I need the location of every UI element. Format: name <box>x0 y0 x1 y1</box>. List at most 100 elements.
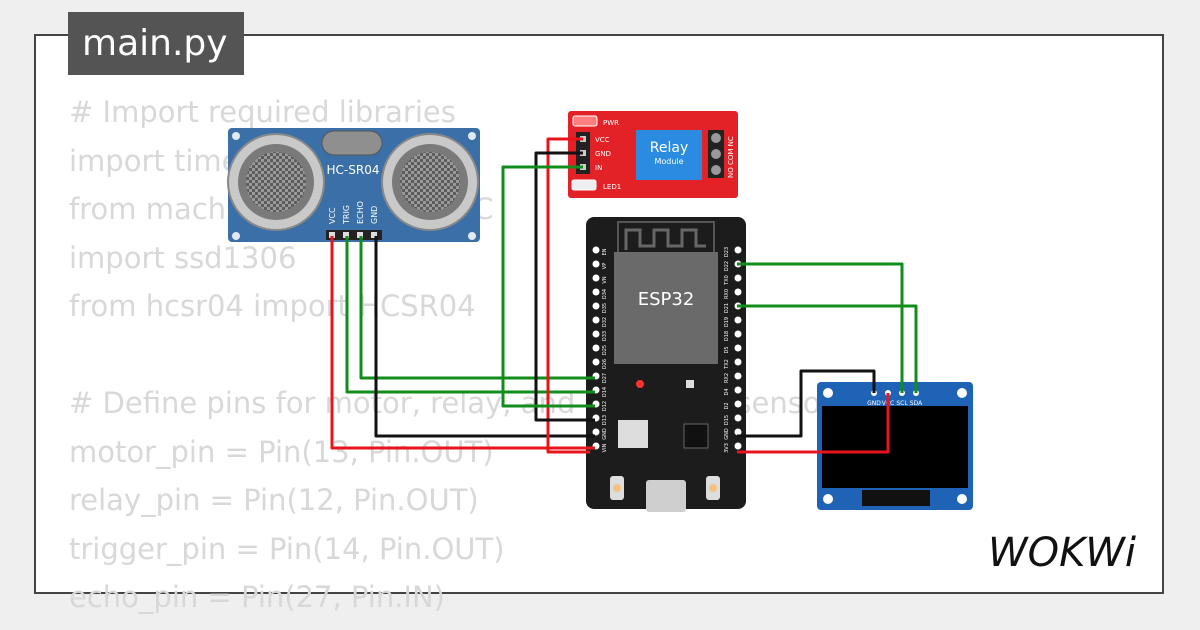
terminal-labels: NO COM NC <box>727 136 735 178</box>
right-transducer <box>381 133 479 231</box>
code-line: relay_pin = Pin(12, Pin.OUT) <box>69 483 479 517</box>
wires <box>330 137 918 454</box>
relay-cube <box>636 130 702 180</box>
esp32-pin[interactable] <box>734 330 742 338</box>
sensor-pin-label: ECHO <box>356 201 365 224</box>
esp32-pin-label: D35 <box>602 303 608 313</box>
code-line: trigger_pin = Pin(14, Pin.OUT) <box>69 531 505 566</box>
esp32-pin[interactable] <box>734 274 742 282</box>
wire-oled-vcc <box>737 393 890 454</box>
sensor-pin-label: VCC <box>328 207 337 224</box>
esp32-board[interactable]: ESP32 ENVPVND34D35D32D33D25D26D27D14D12D… <box>586 217 746 512</box>
wire-sensor-gnd <box>374 236 595 438</box>
esp32-pin-label: RX2 <box>724 373 730 383</box>
relay-pin-label: IN <box>595 164 602 172</box>
esp32-pin-label: GND <box>724 428 730 440</box>
oled-pin-label: GND <box>867 400 881 407</box>
esp32-pin[interactable] <box>592 302 600 310</box>
esp32-left-header: ENVPVND34D35D32D33D25D26D27D14D12D13GNDV… <box>592 246 608 452</box>
esp32-pin-label: D34 <box>602 289 608 299</box>
sensor-model-label: HC-SR04 <box>327 163 380 177</box>
esp32-pin-label: D27 <box>602 373 608 383</box>
esp32-pin[interactable] <box>734 316 742 324</box>
usb-port <box>646 480 686 512</box>
code-line: import ssd1306 <box>69 240 297 275</box>
esp32-pin[interactable] <box>592 260 600 268</box>
esp32-pin-label: D15 <box>724 415 730 425</box>
esp32-pin-label: VN <box>602 276 608 283</box>
antenna <box>617 221 715 255</box>
oled-display[interactable]: GND VCC SCL SDA <box>817 382 973 510</box>
wire-sensor-vcc <box>330 236 595 450</box>
code-line: # Import required libraries <box>69 95 456 129</box>
esp32-pin[interactable] <box>592 288 600 296</box>
crystal <box>321 130 383 156</box>
esp32-label: ESP32 <box>638 289 695 310</box>
esp32-pin[interactable] <box>734 428 742 436</box>
esp32-pin[interactable] <box>734 344 742 352</box>
status-led <box>571 179 597 191</box>
esp32-pin-label: TX2 <box>724 359 730 370</box>
esp32-pin-label: D25 <box>602 345 608 355</box>
esp32-pin-label: TX0 <box>724 275 730 286</box>
esp32-pin-label: D12 <box>602 401 608 411</box>
esp32-pin-label: D18 <box>724 331 730 341</box>
oled-pin-label: SDA <box>910 400 923 407</box>
esp32-pin[interactable] <box>734 246 742 254</box>
usb-chip <box>683 423 709 449</box>
esp32-pin[interactable] <box>592 316 600 324</box>
esp32-pin-label: D21 <box>724 303 730 313</box>
esp32-pin[interactable] <box>592 246 600 254</box>
wire-relay-gnd <box>534 151 595 422</box>
wire-sensor-echo <box>359 236 595 380</box>
esp32-pin[interactable] <box>734 414 742 422</box>
esp32-pin-label: D32 <box>602 317 608 327</box>
esp32-pin-label: D23 <box>724 247 730 257</box>
esp32-pin-label: 3V3 <box>724 443 730 453</box>
esp32-pin-label: D14 <box>602 387 608 397</box>
esp32-pin[interactable] <box>592 330 600 338</box>
left-transducer <box>227 133 325 231</box>
esp32-pin[interactable] <box>734 386 742 394</box>
esp32-module <box>614 252 718 364</box>
wire-relay-in <box>501 165 595 408</box>
esp32-pin-label: D4 <box>724 388 730 395</box>
esp32-pin[interactable] <box>734 372 742 380</box>
ultrasonic-sensor[interactable]: HC-SR04 VCC TRIG ECHO GND <box>227 128 480 242</box>
esp32-pin[interactable] <box>592 428 600 436</box>
esp32-pin[interactable] <box>734 288 742 296</box>
power-led <box>636 380 644 388</box>
esp32-pin[interactable] <box>592 344 600 352</box>
oled-pin-label: SCL <box>896 400 908 407</box>
wire-oled-gnd <box>737 369 876 438</box>
esp32-pin[interactable] <box>592 358 600 366</box>
esp32-pin-label: VIN <box>602 443 608 452</box>
esp32-pin-label: D33 <box>602 331 608 341</box>
wire-relay-vcc <box>546 137 590 454</box>
led-label: LED1 <box>603 183 621 191</box>
esp32-pin[interactable] <box>734 358 742 366</box>
esp32-pin-label: GND <box>602 428 608 440</box>
relay-title: Relay <box>650 140 688 156</box>
sensor-pin-label: GND <box>370 206 379 224</box>
voltage-regulator <box>618 420 648 448</box>
sensor-pin-label: TRIG <box>342 205 351 225</box>
esp32-pin[interactable] <box>734 400 742 408</box>
esp32-pin-label: D19 <box>724 317 730 327</box>
file-tab[interactable]: main.py <box>68 12 244 75</box>
pwr-label: PWR <box>603 119 619 127</box>
esp32-pin-label: D2 <box>724 402 730 409</box>
wokwi-logo: WOKWi <box>988 530 1136 576</box>
oled-screen <box>822 406 968 488</box>
relay-pin-label: GND <box>595 150 611 158</box>
relay-module[interactable]: PWR LED1 VCC GND IN Relay Module NO COM … <box>568 111 738 198</box>
esp32-pin-label: D22 <box>724 261 730 271</box>
esp32-pin[interactable] <box>592 274 600 282</box>
relay-pin-label: VCC <box>595 136 610 144</box>
esp32-right-header: D23D22TX0RX0D21D19D18D5TX2RX2D4D2D15GND3… <box>724 246 742 453</box>
wire-sensor-trig <box>345 236 595 394</box>
wire-oled-sda <box>737 304 918 393</box>
esp32-pin-label: D5 <box>724 346 730 353</box>
esp32-pin[interactable] <box>734 442 742 450</box>
